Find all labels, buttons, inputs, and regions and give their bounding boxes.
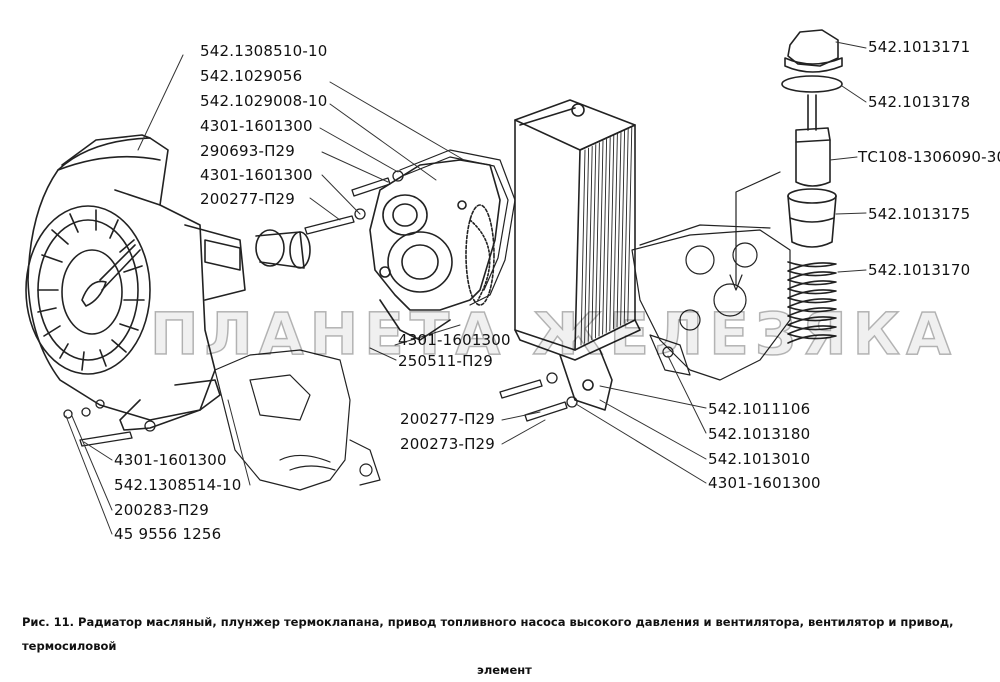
part-label: 542.1029056 — [200, 67, 303, 85]
part-label: 4301-1601300 — [708, 474, 821, 492]
part-label: 542.1013170 — [868, 261, 971, 279]
part-label: 45 9556 1256 — [114, 525, 222, 543]
thermostat-plunger — [795, 94, 831, 187]
gasket — [399, 149, 516, 306]
part-label: 542.1011106 — [708, 400, 811, 418]
part-label: 4301-1601300 — [398, 331, 511, 349]
bolts — [63, 170, 578, 447]
part-label: 250511-П29 — [398, 352, 494, 370]
drive-coupling — [204, 229, 311, 271]
insertion-arrow — [729, 171, 781, 291]
part-label: 542.1308514-10 — [114, 476, 242, 494]
part-label: 542.1013178 — [868, 93, 971, 111]
part-label: ТС108-1306090-30 — [858, 148, 1000, 166]
plunger-sleeve — [787, 188, 837, 248]
figure-caption: Рис. 11. Радиатор масляный, плунжер терм… — [22, 610, 982, 682]
part-label: 200277-П29 — [200, 190, 296, 208]
seal-ring — [781, 75, 843, 93]
timing-cover — [214, 349, 381, 491]
part-label: 200273-П29 — [400, 435, 496, 453]
caption-line-1: Рис. 11. Радиатор масляный, плунжер терм… — [22, 615, 954, 653]
caption-line-2: элемент — [477, 663, 532, 677]
part-label: 542.1013180 — [708, 425, 811, 443]
fan-housing — [25, 134, 246, 431]
part-label: 542.1013171 — [868, 38, 971, 56]
part-label: 542.1308510-10 — [200, 42, 328, 60]
leader-lines — [65, 41, 867, 535]
part-label: 542.1013175 — [868, 205, 971, 223]
part-label: 200283-П29 — [114, 501, 210, 519]
part-label: 4301-1601300 — [200, 117, 313, 135]
part-label: 542.1029008-10 — [200, 92, 328, 110]
part-label: 290693-П29 — [200, 142, 296, 160]
thermostat-cap — [784, 29, 843, 73]
oil-radiator — [514, 99, 641, 411]
part-label: 4301-1601300 — [200, 166, 313, 184]
radiator-fins — [580, 126, 633, 346]
part-label: 4301-1601300 — [114, 451, 227, 469]
spring — [787, 261, 837, 344]
part-label: 200277-П29 — [400, 410, 496, 428]
pump-drive-housing — [369, 159, 501, 341]
part-label: 542.1013010 — [708, 450, 811, 468]
watermark-text: ПЛАНЕТА ЖЕЛЕЗЯКА — [149, 299, 957, 369]
